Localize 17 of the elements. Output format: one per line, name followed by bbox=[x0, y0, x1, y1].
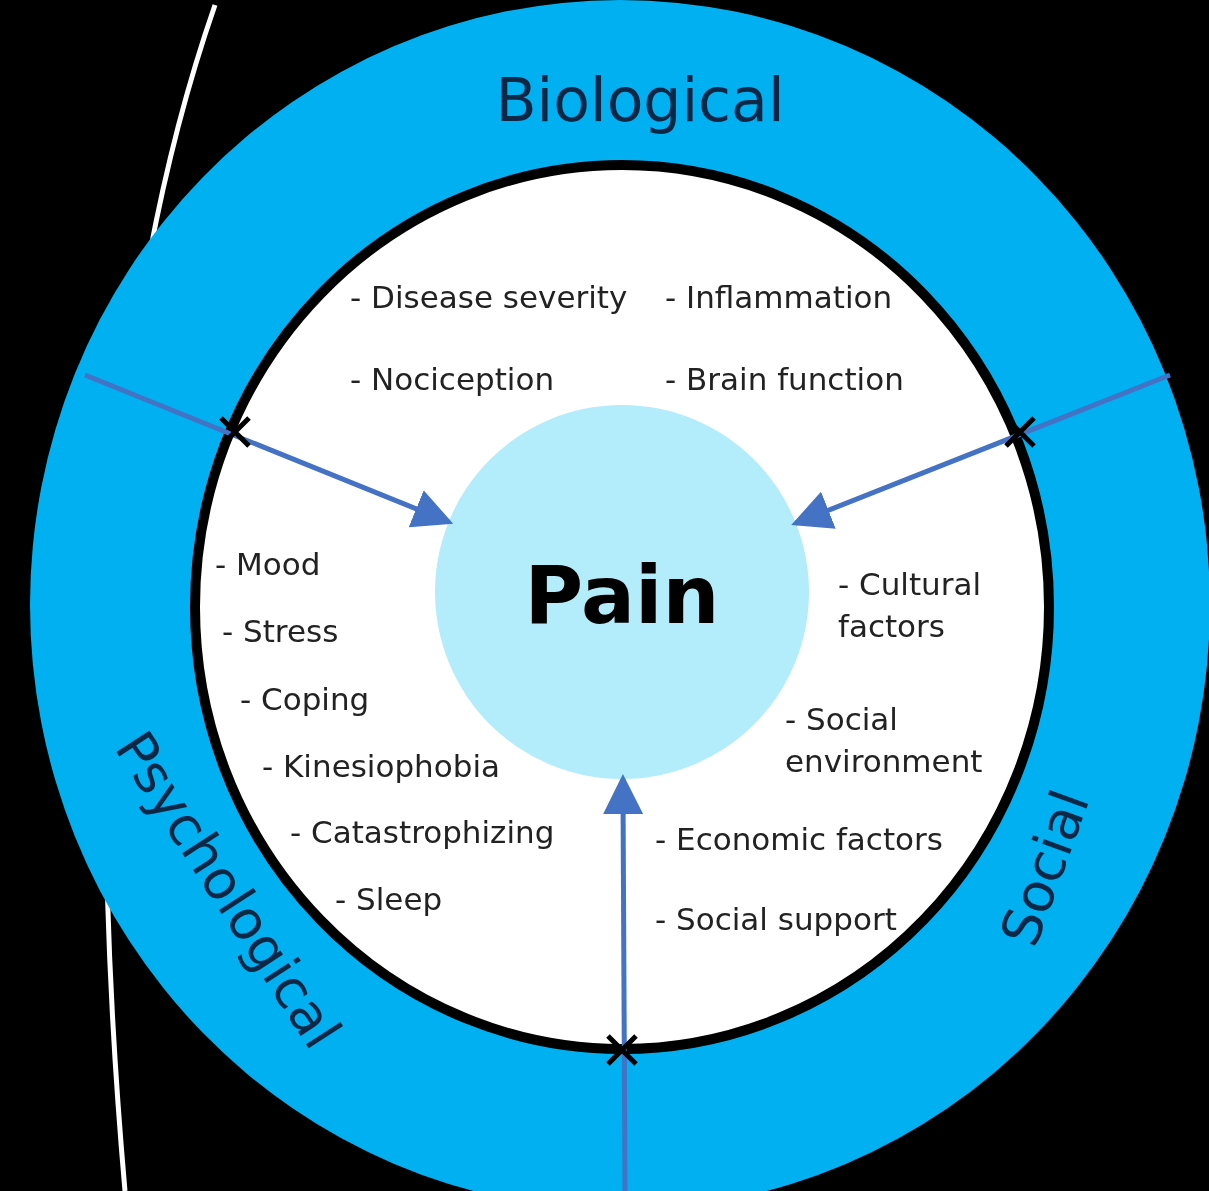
factor-label: - Cultural factors bbox=[838, 565, 983, 646]
factor-label: - Nociception bbox=[350, 360, 555, 400]
factor-label: - Coping bbox=[240, 680, 370, 720]
arrow bbox=[791, 372, 1171, 529]
factor-label: - Disease severity bbox=[350, 278, 628, 318]
arrow bbox=[603, 774, 644, 1191]
center-title: Pain bbox=[524, 548, 720, 642]
factor-label: - Economic factors bbox=[655, 820, 943, 860]
factor-label: - Inflammation bbox=[665, 278, 893, 318]
segment-title: Biological bbox=[495, 65, 785, 135]
factor-label: - Social environment bbox=[785, 700, 984, 781]
factor-label: - Brain function bbox=[665, 360, 904, 400]
segment-title: Social bbox=[988, 782, 1102, 954]
factor-label: - Mood bbox=[215, 545, 321, 585]
arrow bbox=[84, 372, 454, 528]
factor-label: - Social support bbox=[655, 900, 897, 940]
factor-label: - Stress bbox=[222, 612, 339, 652]
